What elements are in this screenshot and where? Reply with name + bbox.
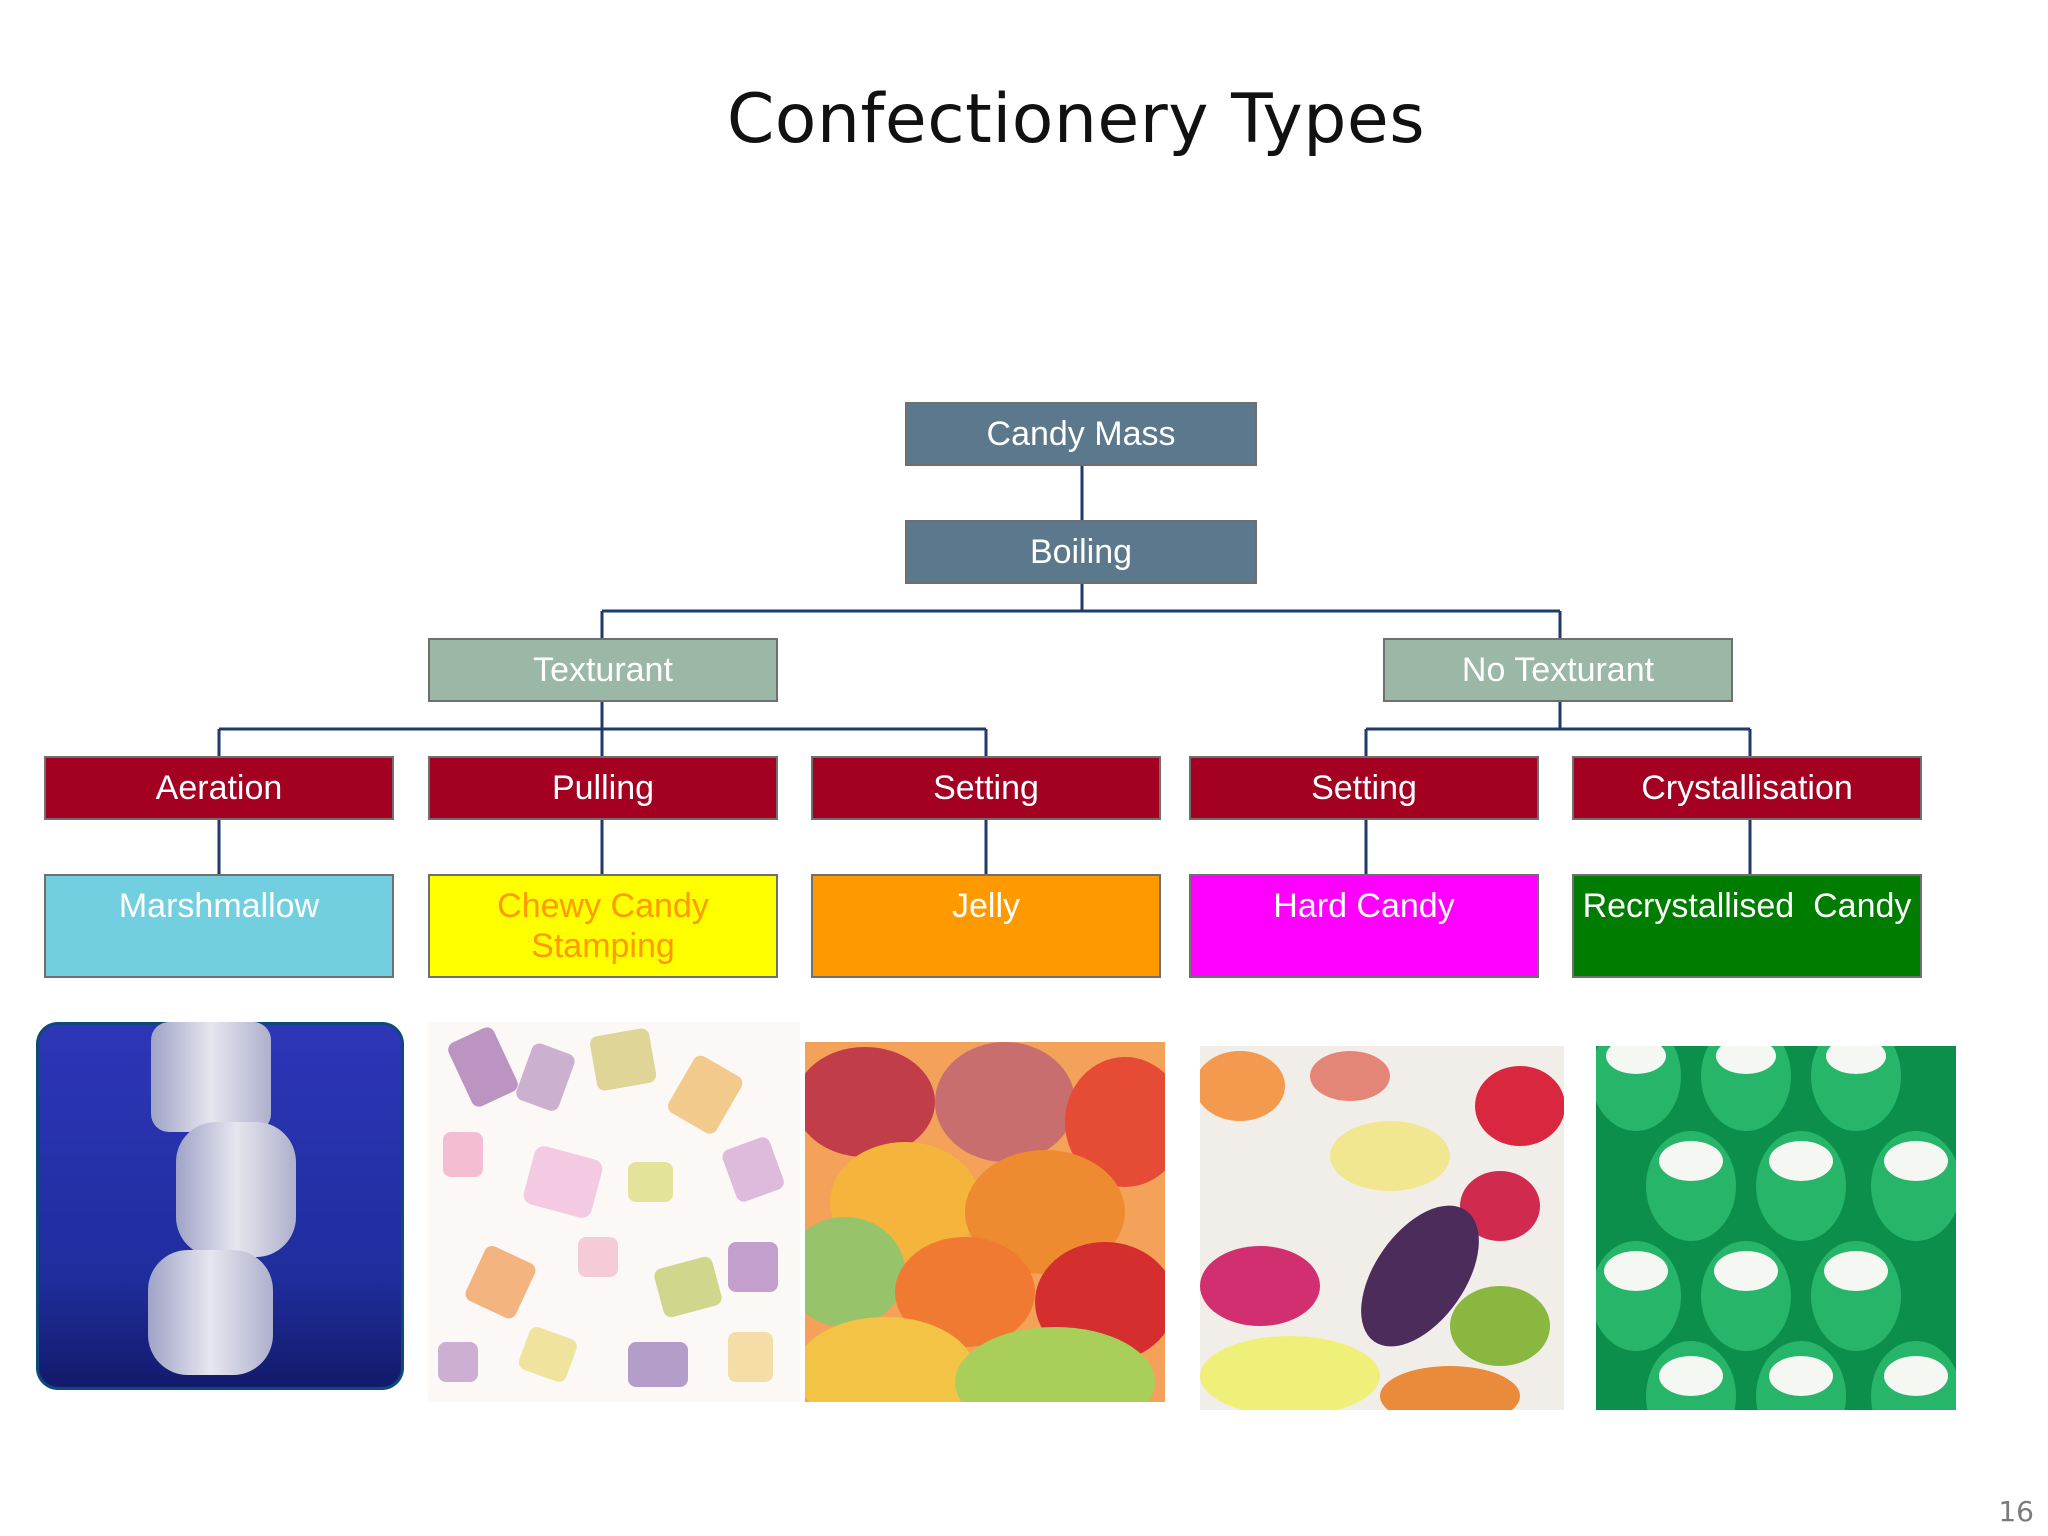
node-no-texturant: No Texturant [1383,638,1733,702]
node-pulling: Pulling [428,756,778,820]
node-marshmallow: Marshmallow [44,874,394,978]
node-aeration: Aeration [44,756,394,820]
node-boiling: Boiling [905,520,1257,584]
node-setting-texturant: Setting [811,756,1161,820]
node-hard-candy: Hard Candy [1189,874,1539,978]
node-setting-no-texturant: Setting [1189,756,1539,820]
jelly-photo [805,1042,1165,1402]
node-jelly: Jelly [811,874,1161,978]
chewy-candy-photo [428,1022,800,1402]
recrystallised-candy-photo [1596,1046,1956,1410]
slide-title: Confectionery Types [726,80,1426,159]
node-recrystallised-candy: Recrystallised Candy [1572,874,1922,978]
node-texturant: Texturant [428,638,778,702]
node-chewy-candy-stamping: Chewy Candy Stamping [428,874,778,978]
node-candy-mass: Candy Mass [905,402,1257,466]
node-crystallisation: Crystallisation [1572,756,1922,820]
hard-candy-photo [1200,1046,1564,1410]
page-number: 16 [1998,1495,2034,1528]
marshmallow-photo [36,1022,404,1390]
